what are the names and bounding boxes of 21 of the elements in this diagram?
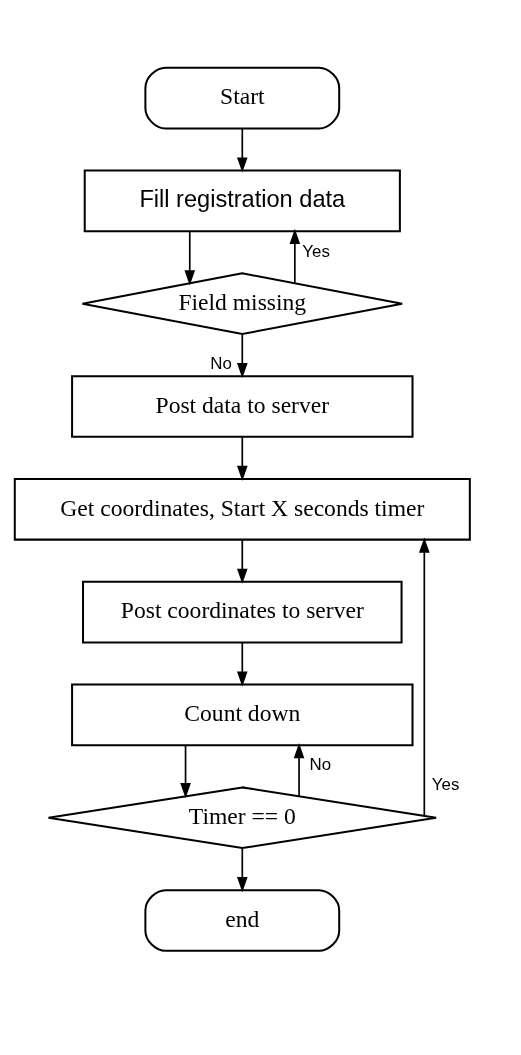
node-box: Post coordinates to server	[82, 580, 403, 644]
node-box: Get coordinates, Start X seconds timer	[13, 477, 471, 541]
arrow	[236, 436, 248, 482]
node-box: Count down	[71, 683, 414, 747]
arrow	[236, 128, 248, 173]
arrow	[184, 230, 196, 286]
arrow	[419, 537, 430, 817]
arrow	[236, 847, 248, 893]
arrow	[180, 744, 191, 799]
arrow	[236, 642, 248, 687]
arrow	[236, 333, 248, 379]
arrow	[293, 743, 305, 797]
node-box: end	[144, 889, 341, 952]
node-box: Fill registration data	[83, 169, 401, 233]
node-box: Post data to server	[71, 375, 414, 438]
edge-label: No	[210, 354, 232, 374]
edge-label: No	[309, 754, 332, 774]
arrow	[236, 539, 248, 584]
edge-label: Yes	[302, 241, 330, 261]
node-box: Start	[144, 66, 341, 130]
arrow	[289, 228, 301, 284]
